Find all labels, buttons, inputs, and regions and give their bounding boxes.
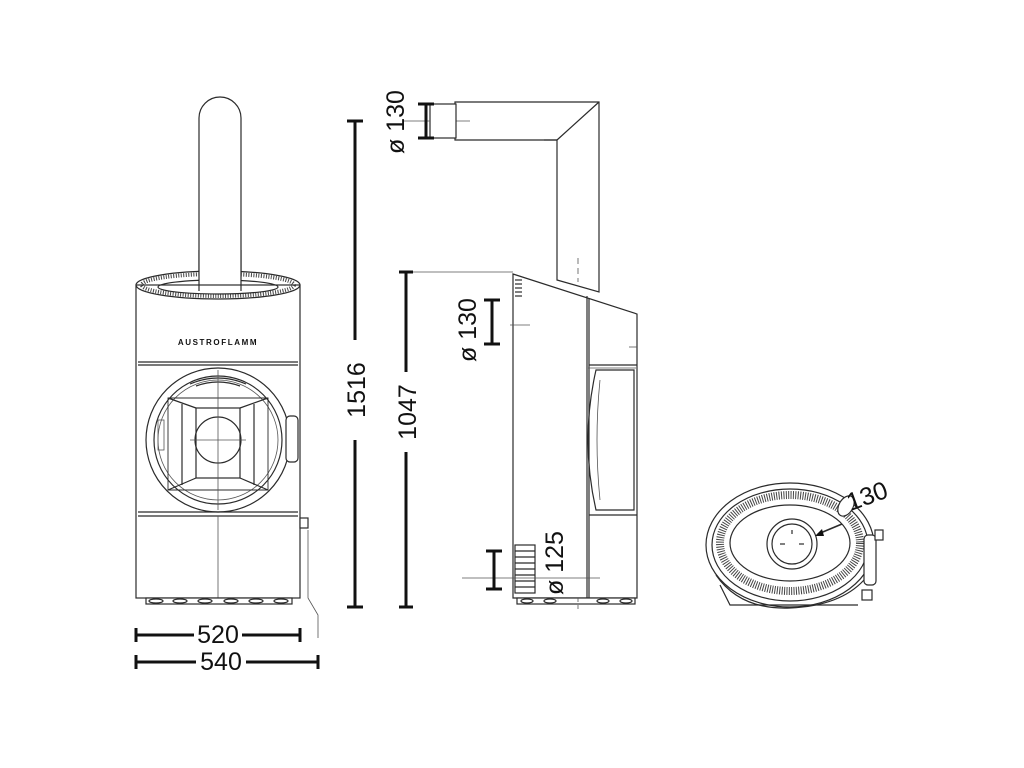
front-flue-pipe xyxy=(198,96,242,291)
plan-side-connector xyxy=(863,534,877,586)
plan-view: 130 xyxy=(705,476,892,609)
plan-flue-outer xyxy=(766,518,818,570)
front-base xyxy=(145,597,293,605)
dimension-label-520: 520 xyxy=(197,621,239,649)
dimension-label-flue-top: ø 130 xyxy=(382,90,410,154)
side-feet xyxy=(520,598,633,604)
dimension-label-540: 540 xyxy=(200,648,242,676)
brand-logo: AUSTROFLAMM xyxy=(178,338,258,347)
side-top-vent xyxy=(515,279,522,297)
side-flue-pipe xyxy=(454,101,600,293)
side-door-profile xyxy=(587,369,635,511)
dimension-flue-rear: ø 130 xyxy=(454,298,500,362)
front-feet xyxy=(148,598,289,604)
dimension-flue-top: ø 130 xyxy=(382,90,434,154)
dimension-label-air-intake: ø 125 xyxy=(541,531,569,595)
front-view: AUSTROFLAMM xyxy=(135,96,319,638)
door-handle xyxy=(285,415,299,463)
dimension-width-520: 520 xyxy=(134,621,302,649)
side-view xyxy=(404,101,638,610)
dimension-label-1516: 1516 xyxy=(343,362,371,418)
dimension-air-intake: ø 125 xyxy=(486,531,569,595)
dimension-height-1047: 1047 xyxy=(394,270,422,609)
side-body xyxy=(512,273,638,599)
side-air-intake-grill xyxy=(514,544,536,594)
plan-grill xyxy=(716,491,864,595)
plan-rear-flue xyxy=(837,495,855,517)
dimension-label-1047: 1047 xyxy=(394,384,422,440)
air-control-knob xyxy=(299,517,309,529)
plan-inner xyxy=(729,504,851,582)
side-base xyxy=(516,597,636,605)
dimension-label-plan-flue: 130 xyxy=(843,476,892,517)
dimension-label-flue-rear: ø 130 xyxy=(454,298,482,362)
dimension-height-1516: 1516 xyxy=(343,119,371,609)
dimension-width-540: 540 xyxy=(134,648,320,676)
